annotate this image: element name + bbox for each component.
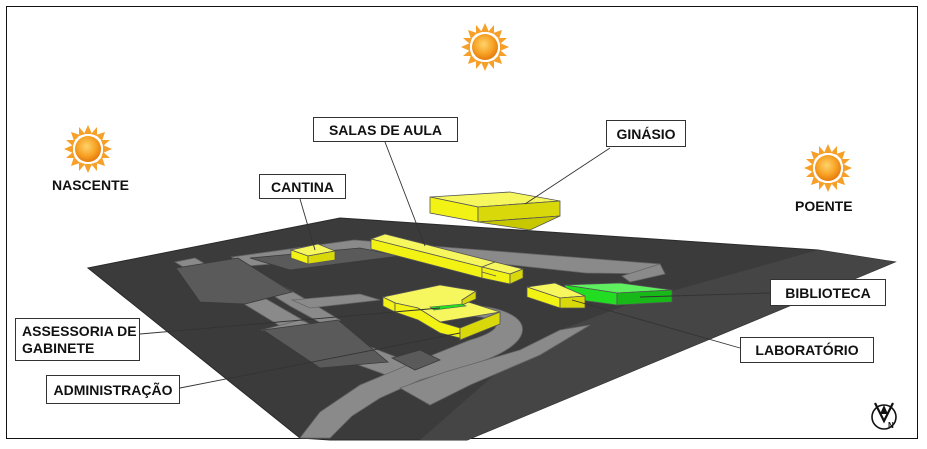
label-salas-de-aula: SALAS DE AULA bbox=[313, 117, 458, 142]
sun-icon bbox=[461, 23, 509, 71]
leader-lines bbox=[139, 141, 771, 389]
building-administracao bbox=[381, 284, 501, 341]
label-administracao: ADMINISTRAÇÃO bbox=[46, 375, 180, 404]
label-biblioteca: BIBLIOTECA bbox=[770, 279, 886, 306]
building-biblioteca bbox=[564, 282, 673, 306]
compass-letter: N bbox=[888, 421, 894, 430]
sun-icon bbox=[64, 125, 112, 173]
building-ginasio bbox=[429, 191, 561, 231]
label-laboratorio: LABORATÓRIO bbox=[740, 337, 874, 363]
label-assessoria-de-gabinete: ASSESSORIA DE GABINETE bbox=[15, 318, 140, 361]
label-poente: POENTE bbox=[795, 198, 853, 214]
building-laboratorio bbox=[526, 282, 586, 309]
building-cantina bbox=[289, 243, 337, 265]
parking-lots bbox=[175, 247, 441, 371]
compass-north-icon: N bbox=[871, 402, 897, 430]
label-cantina: CANTINA bbox=[259, 174, 346, 199]
building-salas-de-aula bbox=[369, 233, 525, 285]
label-nascente: NASCENTE bbox=[52, 177, 130, 193]
sun-icon bbox=[804, 144, 852, 192]
label-ginasio: GINÁSIO bbox=[606, 120, 686, 147]
